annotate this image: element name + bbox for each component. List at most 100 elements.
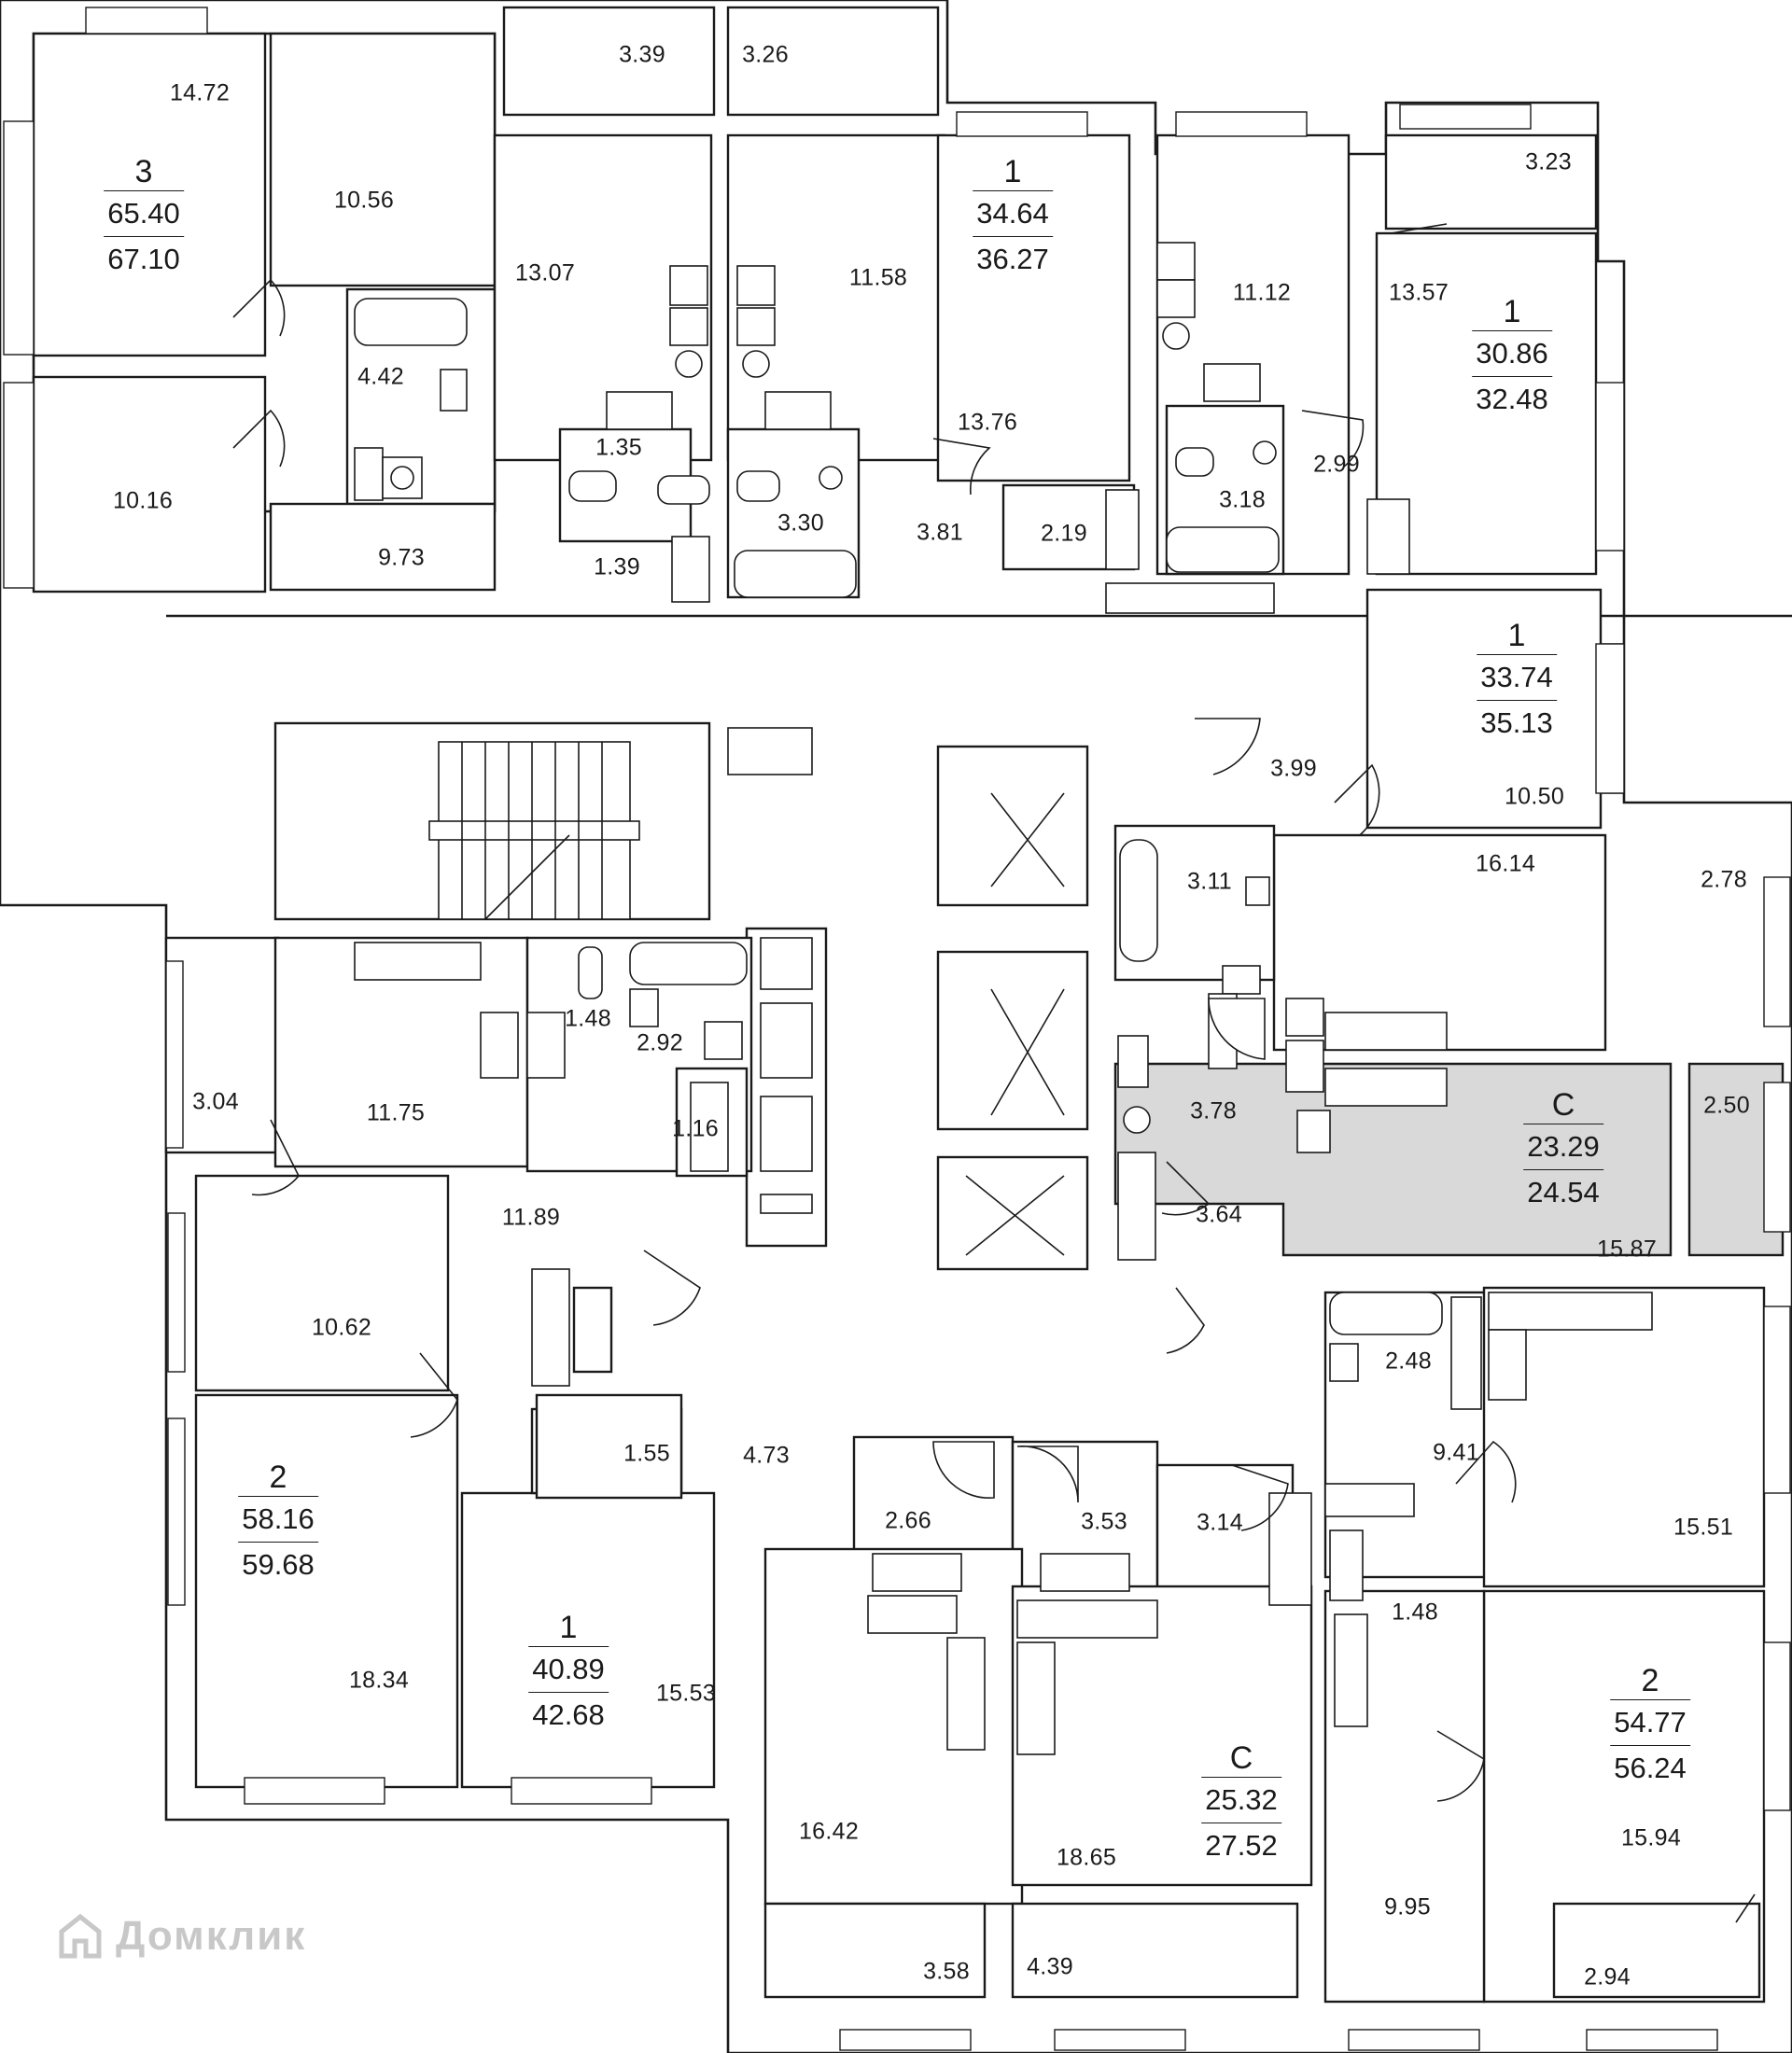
apartment-total-area: 32.48 bbox=[1476, 383, 1548, 415]
apartment-total-area: 35.13 bbox=[1480, 706, 1553, 739]
room-area: 2.92 bbox=[637, 1029, 683, 1056]
room-area: 11.75 bbox=[366, 1099, 426, 1126]
apartment-living-area: 25.32 bbox=[1201, 1777, 1281, 1823]
room-area: 3.18 bbox=[1219, 486, 1266, 513]
room-area: 2.78 bbox=[1701, 866, 1747, 893]
apartment-total-area: 36.27 bbox=[976, 243, 1049, 275]
apartment-living-area: 40.89 bbox=[528, 1646, 609, 1693]
room-area: 1.48 bbox=[565, 1005, 611, 1032]
apartment-living-area: 54.77 bbox=[1610, 1699, 1690, 1746]
core-stairs-elevators bbox=[273, 721, 1089, 1271]
room-area: 2.99 bbox=[1313, 451, 1360, 478]
room-area: 11.12 bbox=[1232, 279, 1292, 306]
room-area: 13.76 bbox=[957, 409, 1018, 436]
room-area: 1.35 bbox=[595, 434, 642, 461]
apartment-label: 1 40.89 42.68 bbox=[528, 1609, 609, 1738]
room-area: 15.87 bbox=[1596, 1236, 1658, 1263]
apartment-label: 1 30.86 32.48 bbox=[1472, 293, 1552, 422]
apartment-total-area: 27.52 bbox=[1205, 1829, 1278, 1862]
apartment-rooms: C bbox=[1229, 1740, 1253, 1776]
apartment-label: 1 33.74 35.13 bbox=[1477, 617, 1557, 746]
room-area: 1.39 bbox=[594, 553, 640, 580]
apartment-label: 3 65.40 67.10 bbox=[104, 153, 184, 282]
room-area: 16.14 bbox=[1475, 850, 1536, 877]
apartments-south bbox=[535, 1286, 1791, 2051]
apartment-label: 2 58.16 59.68 bbox=[238, 1459, 318, 1587]
apartment-living-area: 58.16 bbox=[238, 1496, 318, 1543]
room-area: 18.34 bbox=[348, 1667, 410, 1694]
apartment-label: C 25.32 27.52 bbox=[1201, 1739, 1281, 1868]
apartment-3-room bbox=[3, 7, 497, 594]
apartment-rooms: 2 bbox=[269, 1459, 287, 1495]
apartment-rooms: 3 bbox=[134, 154, 153, 189]
apartment-total-area: 67.10 bbox=[107, 243, 180, 275]
room-area: 1.55 bbox=[623, 1440, 670, 1467]
room-area: 3.58 bbox=[923, 1958, 970, 1985]
room-area: 3.23 bbox=[1525, 148, 1572, 175]
room-area: 3.04 bbox=[192, 1088, 239, 1115]
room-area: 15.53 bbox=[655, 1680, 717, 1707]
room-area: 16.42 bbox=[798, 1818, 860, 1845]
apartment-total-area: 56.24 bbox=[1614, 1752, 1687, 1784]
room-area: 4.73 bbox=[743, 1442, 790, 1469]
room-area: 2.19 bbox=[1041, 520, 1087, 547]
room-area: 3.64 bbox=[1196, 1201, 1242, 1228]
apartment-rooms: 1 bbox=[1503, 294, 1521, 329]
room-area: 4.42 bbox=[357, 363, 404, 390]
room-area: 9.73 bbox=[378, 544, 425, 571]
apartments-top-center bbox=[493, 6, 1625, 794]
apartment-rooms: C bbox=[1551, 1087, 1575, 1123]
room-area: 3.78 bbox=[1190, 1097, 1237, 1124]
room-area: 2.66 bbox=[885, 1507, 931, 1534]
watermark-text: Домклик bbox=[116, 1913, 307, 1959]
room-area: 10.62 bbox=[311, 1314, 372, 1341]
room-area: 3.26 bbox=[742, 41, 789, 68]
room-area: 9.41 bbox=[1433, 1439, 1479, 1466]
room-area: 1.16 bbox=[672, 1115, 719, 1142]
apartment-living-area: 33.74 bbox=[1477, 654, 1557, 701]
room-area: 10.50 bbox=[1504, 783, 1565, 810]
room-area: 11.58 bbox=[848, 264, 908, 291]
room-area: 3.14 bbox=[1197, 1509, 1243, 1536]
room-area: 3.99 bbox=[1270, 755, 1317, 782]
apartment-total-area: 24.54 bbox=[1527, 1176, 1600, 1208]
room-area: 1.48 bbox=[1392, 1599, 1438, 1626]
room-area: 9.95 bbox=[1384, 1893, 1431, 1920]
apartment-rooms: 2 bbox=[1641, 1663, 1659, 1698]
room-area: 10.56 bbox=[333, 187, 395, 214]
room-area: 4.39 bbox=[1027, 1953, 1073, 1980]
apartment-1-room-east bbox=[1195, 588, 1625, 841]
apartment-living-area: 34.64 bbox=[973, 190, 1053, 237]
apartment-rooms: 1 bbox=[559, 1610, 578, 1645]
room-area: 2.94 bbox=[1584, 1963, 1631, 1990]
room-area: 3.11 bbox=[1186, 868, 1233, 895]
apartment-label: 1 34.64 36.27 bbox=[973, 153, 1053, 282]
room-area: 2.50 bbox=[1703, 1092, 1750, 1119]
apartment-total-area: 42.68 bbox=[532, 1698, 605, 1731]
apartment-living-area: 30.86 bbox=[1472, 330, 1552, 377]
room-area: 13.07 bbox=[514, 259, 576, 286]
room-area: 3.30 bbox=[777, 510, 824, 537]
room-area: 3.81 bbox=[917, 519, 963, 546]
apartment-studio-highlighted bbox=[1113, 824, 1791, 1261]
apartments-west bbox=[164, 936, 753, 1805]
room-area: 10.16 bbox=[112, 487, 174, 514]
apartment-living-area: 65.40 bbox=[104, 190, 184, 237]
room-area: 14.72 bbox=[169, 79, 231, 106]
room-area: 15.51 bbox=[1673, 1514, 1734, 1541]
apartment-living-area: 23.29 bbox=[1523, 1124, 1603, 1170]
apartment-rooms: 1 bbox=[1003, 154, 1022, 189]
room-area: 11.89 bbox=[501, 1204, 561, 1231]
room-area: 13.57 bbox=[1388, 279, 1449, 306]
room-area: 3.53 bbox=[1081, 1508, 1127, 1535]
room-area: 3.39 bbox=[619, 41, 665, 68]
room-area: 18.65 bbox=[1056, 1844, 1117, 1871]
apartment-label: 2 54.77 56.24 bbox=[1610, 1662, 1690, 1791]
apartment-rooms: 1 bbox=[1507, 618, 1526, 653]
room-area: 2.48 bbox=[1385, 1348, 1432, 1375]
watermark-house-icon bbox=[59, 1913, 102, 1959]
apartment-label: C 23.29 24.54 bbox=[1523, 1086, 1603, 1215]
apartment-total-area: 59.68 bbox=[242, 1548, 315, 1581]
room-area: 15.94 bbox=[1620, 1824, 1682, 1851]
